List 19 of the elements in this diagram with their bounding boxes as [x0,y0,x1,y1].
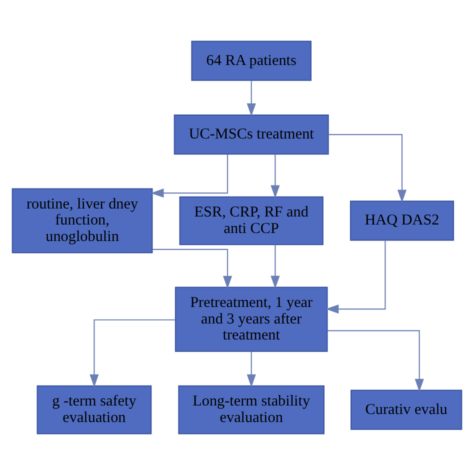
arrow [326,240,386,314]
node-box: Pretreatment, 1 year and 3 years after treatment [174,286,328,352]
node-box: routine, liver dney function, unoglobulin [12,188,153,253]
arrow [150,154,228,198]
node-box: Long-term stability evaluation [178,384,325,434]
node-box: 64 RA patients [191,40,312,80]
node-box: g -term safety evaluation [36,384,152,434]
arrow [246,350,256,387]
node-box: ESR, CRP, RF and anti CCP [179,196,324,245]
arrow [270,154,280,198]
arrow [270,244,280,288]
arrow [90,318,176,387]
node-box: Curativ evalu [350,389,462,430]
node-box: HAQ DAS2 [350,200,454,240]
arrow [328,134,407,202]
arrow [246,80,256,116]
node-box: UC-MSCs treatment [174,114,329,154]
arrow [152,248,232,288]
arrow [327,330,424,392]
